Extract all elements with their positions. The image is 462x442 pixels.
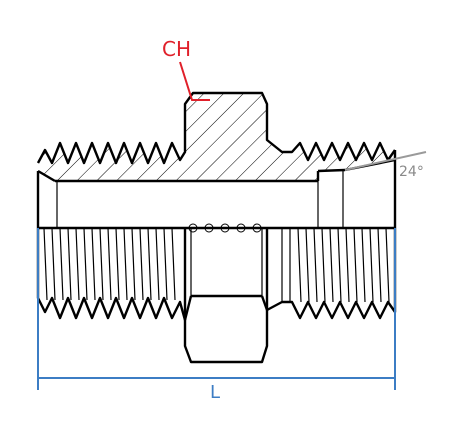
lower-thread-view [36,227,397,321]
upper-thread-profile [36,91,396,165]
hex-body-lower [183,228,269,364]
length-dimension [37,228,396,390]
angle-label: 24° [399,164,424,180]
bore-outline [36,150,397,230]
length-label: L [210,382,220,403]
break-marks [188,223,262,233]
hex-label: CH [162,37,191,61]
angle-callout: 24° [344,151,427,180]
hex-callout: CH [162,37,210,101]
section-hatch [38,93,395,181]
